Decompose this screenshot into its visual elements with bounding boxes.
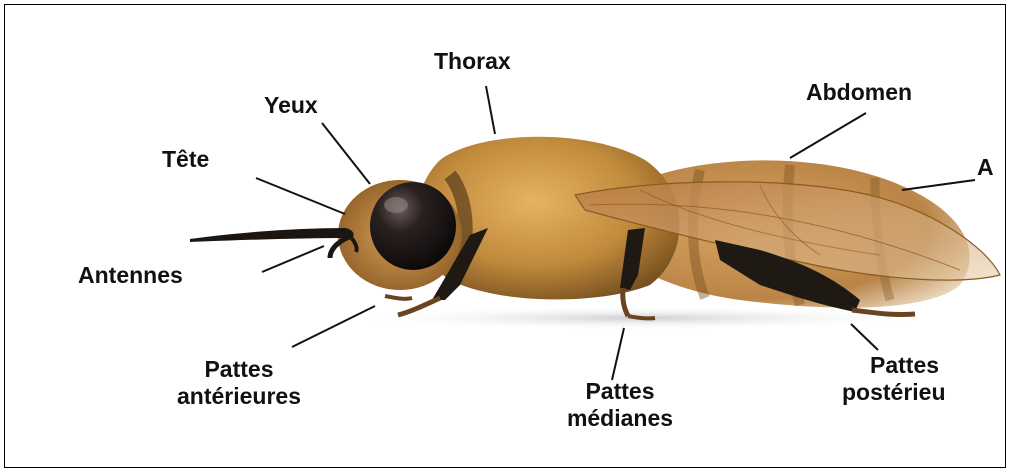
label-yeux: Yeux [264, 92, 318, 119]
leader-line-abdomen [790, 113, 866, 158]
leader-line-yeux [322, 123, 370, 184]
eye-shape [370, 182, 456, 270]
label-pattes-posterieures: Pattes postérieu [842, 352, 1006, 406]
label-pattes-anterieures-line1: Pattes [134, 356, 344, 383]
label-antennes-text: Antennes [78, 262, 183, 288]
antenna-shape [190, 228, 354, 242]
label-pattes-posterieures-line1: Pattes [842, 352, 1006, 379]
leader-line-thorax [486, 86, 495, 134]
label-tete-text: Tête [162, 146, 209, 172]
label-pattes-anterieures-line2: antérieures [134, 383, 344, 410]
label-pattes-posterieures-line2: postérieu [842, 379, 1006, 406]
leader-line-pattes-posterieures [851, 324, 878, 350]
leader-line-pattes-anterieures [292, 306, 375, 347]
label-pattes-medianes-line2: médianes [522, 405, 718, 432]
label-thorax: Thorax [434, 48, 511, 75]
label-pattes-medianes-line1: Pattes [522, 378, 718, 405]
leader-line-antennes [262, 246, 324, 272]
label-tete: Tête [162, 146, 209, 173]
label-ailes-partial: A [977, 154, 994, 181]
leader-line-ailes [902, 180, 975, 190]
label-abdomen: Abdomen [806, 79, 912, 106]
label-abdomen-text: Abdomen [806, 79, 912, 105]
label-pattes-anterieures: Pattes antérieures [134, 356, 344, 410]
label-antennes: Antennes [78, 262, 183, 289]
label-yeux-text: Yeux [264, 92, 318, 118]
label-pattes-medianes: Pattes médianes [522, 378, 718, 432]
leader-line-tete [256, 178, 345, 214]
label-ailes-partial-text: A [977, 154, 994, 180]
label-thorax-text: Thorax [434, 48, 511, 74]
leader-line-pattes-medianes [612, 328, 624, 380]
